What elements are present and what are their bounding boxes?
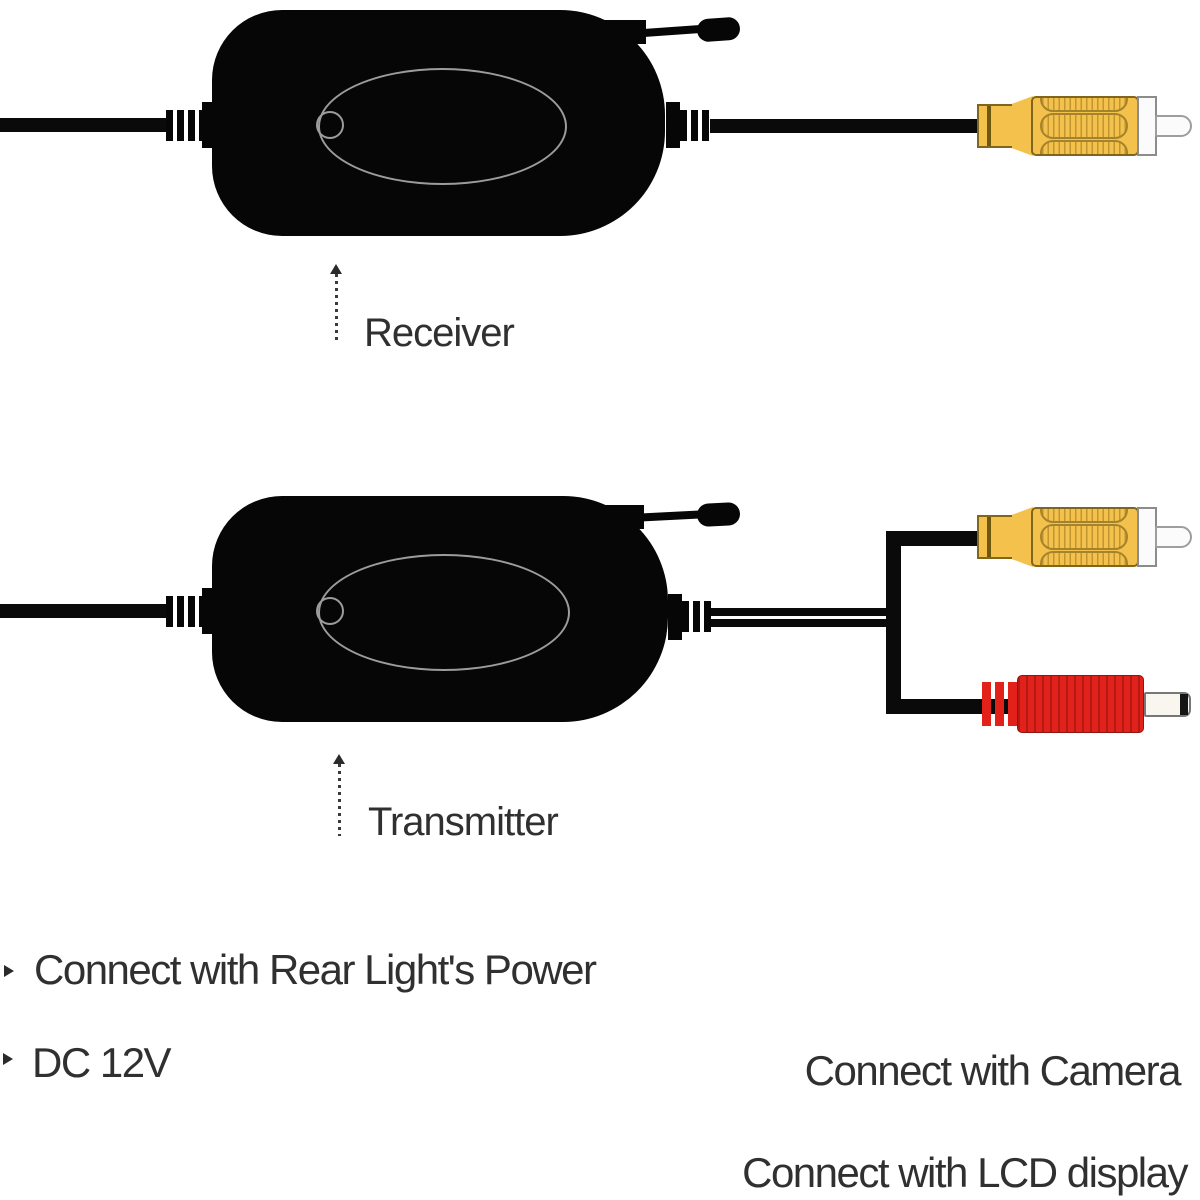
- receiver-right-strain-relief: [680, 110, 713, 141]
- transmitter-left-cable: [0, 604, 170, 618]
- note-dc-voltage: DC 12V: [32, 1039, 172, 1086]
- right-triangle-bullet-icon: [3, 1053, 13, 1065]
- cable-separator-line: [711, 616, 887, 619]
- receiver-left-cable: [0, 118, 170, 132]
- rca-taper: [1012, 507, 1033, 567]
- receiver-label: Receiver: [364, 311, 515, 355]
- receiver-left-strain-collar: [202, 102, 216, 148]
- transmitter-left-strain-collar: [202, 588, 216, 634]
- transmitter-top-ellipse: [318, 554, 570, 671]
- transmitter-antenna-tip: [696, 501, 741, 528]
- transmitter-label: Transmitter: [368, 800, 559, 844]
- note-connect-camera: Connect with Camera: [804, 1047, 1182, 1094]
- arrow-head-icon: [330, 264, 342, 274]
- note-rear-light-power: Connect with Rear Light's Power: [34, 946, 597, 993]
- rca-grip-slot: [1040, 98, 1128, 112]
- transmitter-red-dc-power-plug: [982, 675, 1192, 733]
- receiver-antenna-rod: [639, 24, 705, 38]
- transmitter-right-strain-collar: [668, 594, 682, 640]
- dc-plug-ribs: [982, 682, 1019, 726]
- rca-grip-body: [1031, 96, 1139, 156]
- cable-split-junction: [886, 531, 901, 714]
- rca-taper: [1012, 96, 1033, 156]
- transmitter-right-strain-relief: [682, 601, 715, 632]
- receiver-led-circle: [316, 111, 344, 139]
- rca-ring: [987, 517, 991, 557]
- rca-grip-body: [1031, 507, 1139, 567]
- rca-grip-slot: [1040, 551, 1128, 565]
- rca-grip-slot: [1040, 509, 1128, 523]
- rca-collar: [1137, 507, 1157, 567]
- rca-center-pin: [1155, 115, 1192, 137]
- rca-tail: [977, 104, 1014, 148]
- rca-ring: [987, 106, 991, 146]
- dc-plug-barrel-tip: [1144, 692, 1191, 717]
- arrow-head-icon: [333, 754, 345, 764]
- rca-grip-slot: [1040, 113, 1128, 139]
- receiver-left-strain-relief: [166, 110, 204, 141]
- dotted-line: [337, 764, 341, 836]
- dc-plug-tip-band: [1180, 694, 1188, 715]
- rca-center-pin: [1155, 526, 1192, 548]
- receiver-right-strain-collar: [666, 102, 680, 148]
- right-triangle-bullet-icon: [4, 965, 14, 977]
- dc-plug-body: [1017, 675, 1144, 733]
- note-connect-lcd: Connect with LCD display: [742, 1149, 1188, 1196]
- transmitter-pointer-arrow-icon: [332, 754, 346, 836]
- rca-grip-slot: [1040, 524, 1128, 550]
- receiver-video-cable: [710, 119, 980, 133]
- transmitter-dual-cable: [711, 608, 891, 627]
- receiver-yellow-rca-plug: [977, 95, 1192, 157]
- transmitter-left-strain-relief: [166, 596, 204, 627]
- transmitter-yellow-rca-plug: [977, 506, 1192, 568]
- rca-tail: [977, 515, 1014, 559]
- video-branch-cable: [898, 531, 980, 546]
- receiver-pointer-arrow-icon: [329, 264, 343, 344]
- transmitter-led-circle: [316, 597, 344, 625]
- receiver-antenna-tip: [696, 16, 741, 43]
- receiver-top-ellipse: [318, 68, 567, 185]
- transmitter-antenna-rod: [637, 510, 703, 522]
- rca-grip-slot: [1040, 140, 1128, 154]
- rca-collar: [1137, 96, 1157, 156]
- dotted-line: [334, 274, 338, 344]
